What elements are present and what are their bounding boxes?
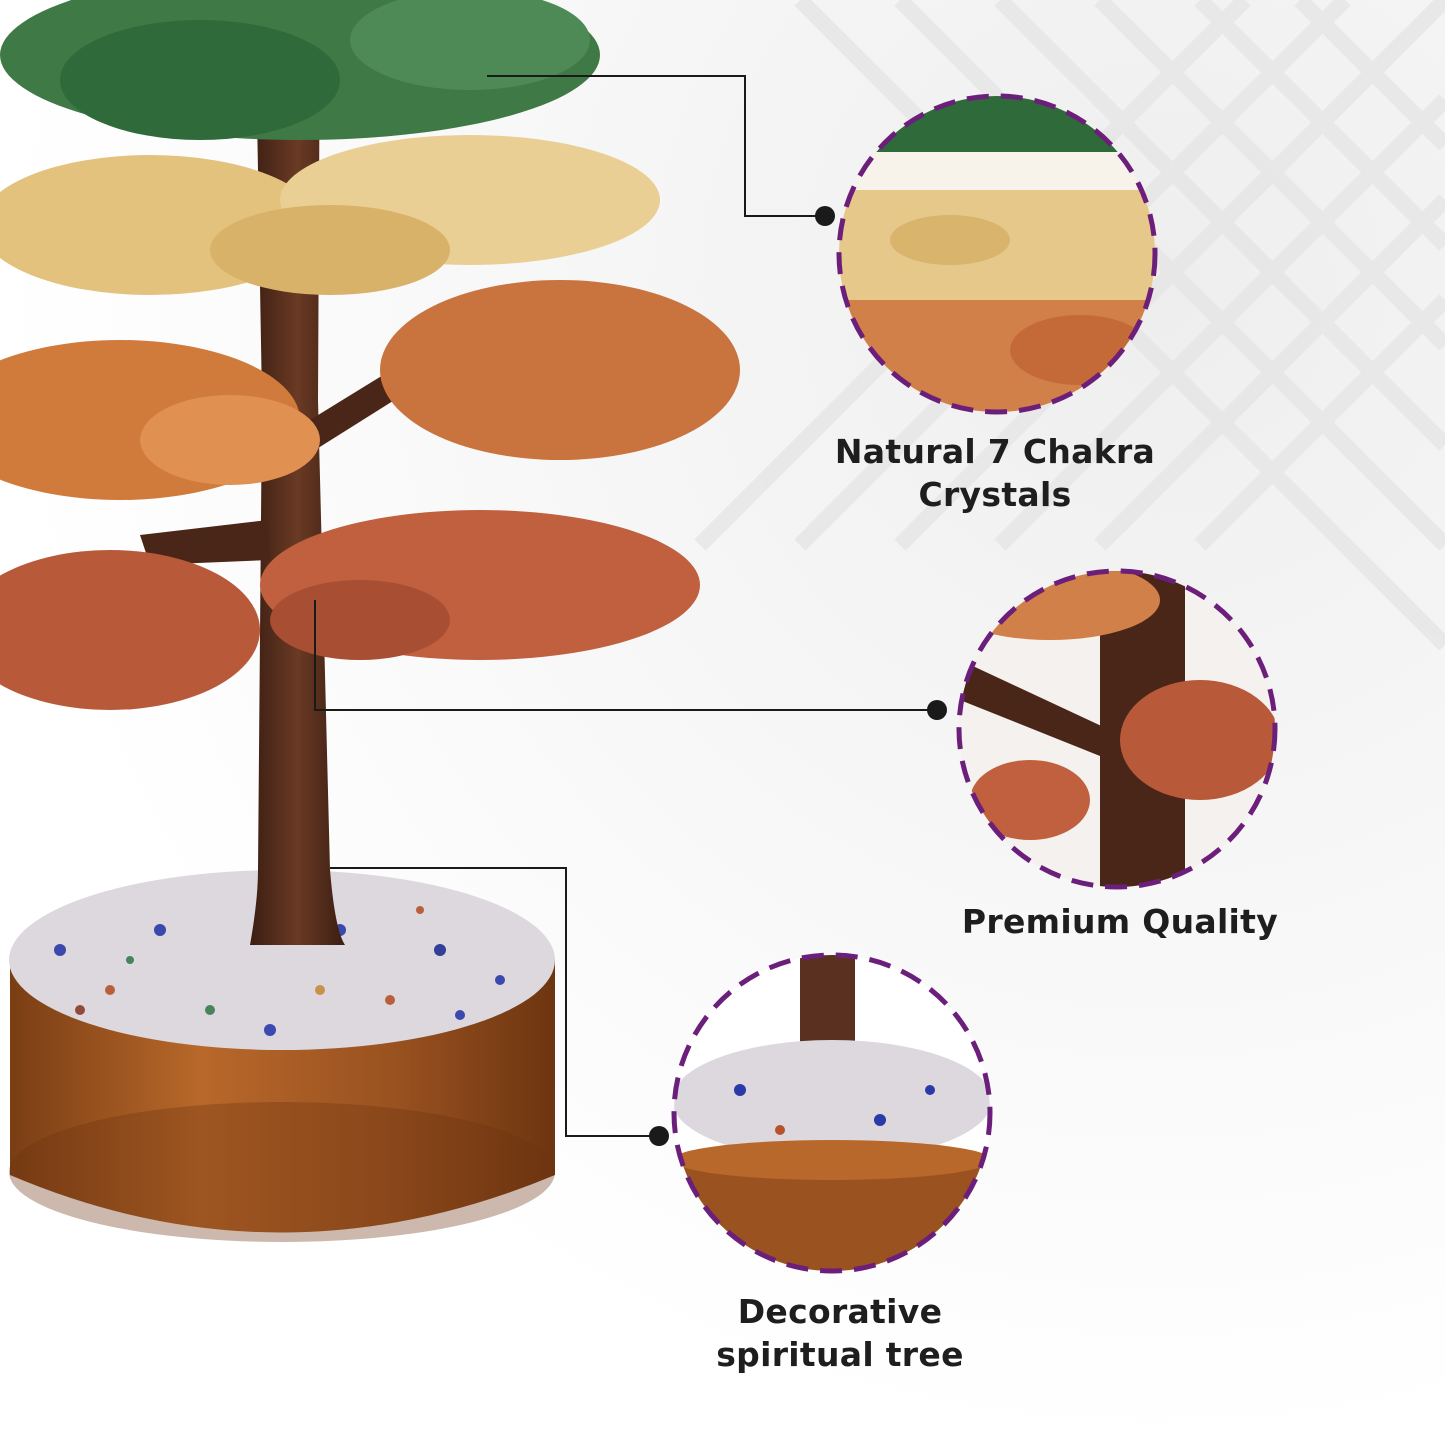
connector-dot-3	[649, 1126, 669, 1146]
feature-label-line: Natural 7 Chakra	[834, 432, 1156, 471]
feature-label-line: Decorative	[737, 1292, 943, 1331]
feature-label-crystals: Natural 7 Chakra Crystals	[820, 430, 1170, 516]
feature-label-premium: Premium Quality	[955, 900, 1285, 943]
feature-label-line: Crystals	[918, 475, 1072, 514]
wooden-base	[9, 870, 555, 1242]
connector-dot-1	[815, 206, 835, 226]
connector-line-2	[314, 600, 937, 711]
feature-label-decorative: Decorative spiritual tree	[690, 1290, 990, 1376]
connector-line-3	[330, 867, 659, 1137]
connector-dots	[649, 206, 947, 1146]
green-crystal-foliage	[0, 0, 600, 140]
connector-lines	[314, 75, 937, 1137]
yellow-crystal-foliage	[0, 135, 660, 295]
feature-label-line: spiritual tree	[716, 1335, 964, 1374]
feature-label-line: Premium Quality	[961, 902, 1279, 941]
orange-crystal-foliage	[0, 280, 740, 500]
red-crystal-foliage	[0, 510, 700, 710]
connector-line-1	[487, 75, 825, 217]
zoom-base-image	[671, 952, 993, 1274]
connector-dot-2	[927, 700, 947, 720]
